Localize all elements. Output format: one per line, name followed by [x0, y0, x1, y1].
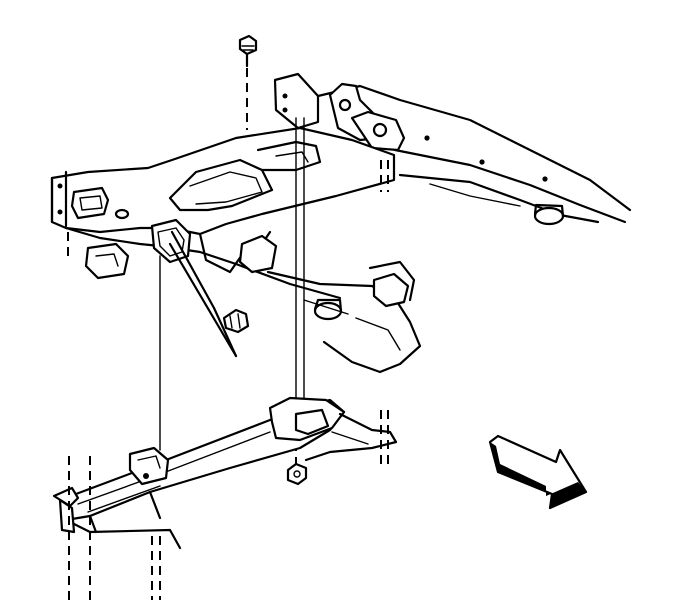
vehicle-front-direction-arrow: [488, 434, 588, 510]
retaining-nut: [286, 462, 308, 486]
clip-fastener: [168, 230, 250, 358]
alignment-lines: [159, 117, 305, 470]
mounting-bolt: [238, 34, 258, 130]
lower-transmission-support: [52, 396, 398, 600]
upper-crossmember-frame: [50, 72, 632, 374]
